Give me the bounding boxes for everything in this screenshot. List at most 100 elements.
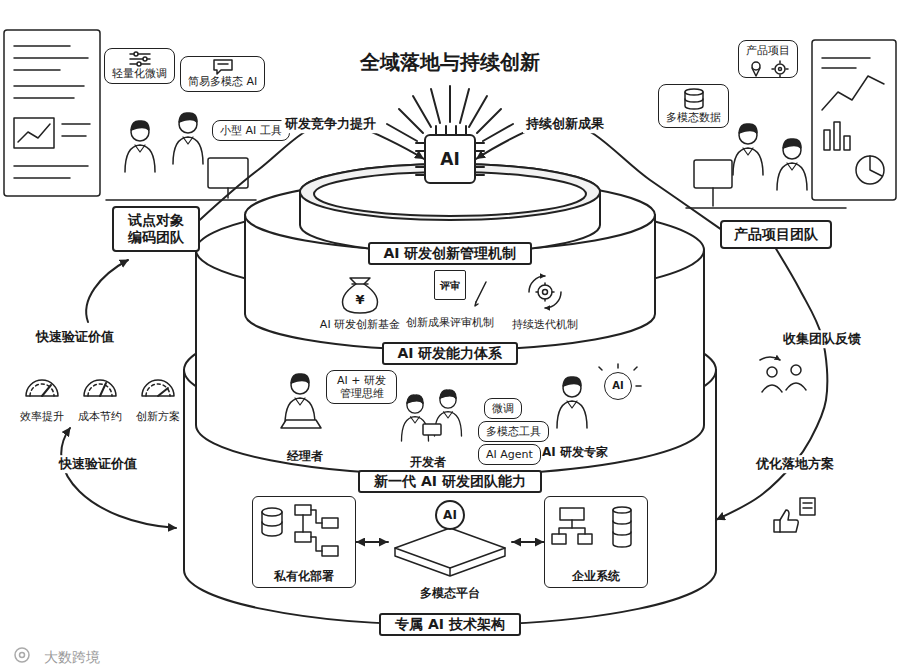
system-icon [295, 532, 311, 542]
chip-pins [476, 166, 484, 168]
whiteboard [14, 69, 60, 71]
gauge-icon [88, 384, 112, 396]
chart-board [812, 40, 896, 200]
chip-pins [445, 126, 447, 134]
chip-pins [455, 126, 457, 134]
bubble-icon [685, 89, 703, 95]
mechanism-icon [552, 291, 554, 293]
chip-pins [476, 150, 484, 152]
whiteboard [4, 30, 100, 196]
system-icon [613, 507, 631, 513]
product-team-figures [686, 124, 846, 208]
chart-board [824, 130, 830, 150]
bubble-icon [137, 62, 141, 66]
cycle-arrow [61, 260, 176, 528]
light-rays [399, 109, 423, 133]
watermark-logo [20, 653, 25, 658]
flow-label: 快速验证价值 [33, 328, 117, 346]
team-box-text: 试点对象 编码团队 [126, 212, 186, 246]
connector-arrow [200, 122, 424, 220]
light-rays [413, 96, 431, 127]
mechanism-icon [545, 292, 561, 308]
cylinder-tier: AI 研发创新基金评审创新成果评审机制持续迭代机制AI 研发创新管理机制 [250, 242, 650, 348]
chip-pins [476, 174, 484, 176]
light-rays [483, 124, 513, 141]
pilot-team-figures [106, 199, 256, 201]
mechanism-icon [475, 302, 478, 306]
chart-board [856, 156, 884, 184]
chip-pins [416, 166, 424, 168]
system-icon [613, 521, 631, 535]
product-team-figures [733, 124, 763, 175]
speech-bubble-text: AI Agent [486, 448, 533, 461]
speech-bubble: 小型 AI 工具 [212, 120, 290, 141]
system-icon [262, 512, 282, 536]
gauge-icon [26, 380, 174, 396]
bubble-icon [779, 61, 781, 63]
feedback-icon [791, 365, 801, 375]
pilot-team-figures [173, 113, 203, 164]
cylinder-tier: AI + 研发管理思维微调多模态工具AI AgentAIAI 研发能力体系 [215, 342, 685, 470]
bubble-icon [214, 60, 232, 74]
whiteboard [4, 30, 100, 196]
system-icon [322, 518, 338, 528]
light-rays [460, 89, 469, 123]
gauge-icon [26, 380, 58, 396]
system-icon [559, 528, 585, 534]
gauge-icon [142, 380, 174, 396]
light-rays [387, 124, 417, 141]
whiteboard [14, 177, 70, 179]
gauge-label: 效率提升 [20, 410, 64, 423]
mechanism-item-text: 创新成果评审机制 [400, 316, 500, 329]
gauge-icon [30, 384, 54, 396]
bubble-icon [218, 63, 228, 65]
mechanism-icon [544, 299, 546, 301]
chip-pins [416, 150, 424, 152]
connector-arrow [476, 122, 720, 229]
whiteboard [14, 57, 88, 59]
cylinder-tier-text: AI 研发创新管理机制 [368, 242, 533, 265]
chip-pins [435, 126, 437, 134]
flow-label: 优化落地方案 [753, 455, 837, 473]
chart-board [822, 76, 884, 110]
gauge-label: 成本节约 [78, 410, 122, 423]
pilot-team-figures [125, 121, 155, 172]
team-figures [285, 374, 315, 425]
mechanism-icon [538, 285, 552, 299]
mechanism-icon [529, 276, 545, 292]
mechanism-icon [352, 283, 368, 285]
edge-label: 研发竞争力提升 [282, 115, 379, 133]
team-figures [281, 364, 641, 441]
chip-pins [465, 126, 467, 134]
speech-bubble: 简易多模态 AI [180, 56, 265, 92]
platform: AI多模态平台 [388, 500, 512, 600]
system-icon [578, 534, 592, 544]
whiteboard [62, 123, 90, 125]
mechanism-icon [543, 290, 548, 295]
chart-board [844, 136, 850, 150]
bubble-icon [779, 68, 782, 71]
person-label: AI 研发专家 [542, 445, 608, 459]
mechanism-icon [536, 291, 538, 293]
cylinder-base-text: 新一代 AI 研发团队能力 [358, 470, 542, 493]
product-team-figures [686, 207, 846, 209]
whiteboard [14, 165, 88, 167]
platform-text: 多模态平台 [420, 586, 480, 600]
system-panel: 企业系统 [544, 496, 648, 588]
product-team-figures [712, 188, 714, 206]
bubble-icon [134, 52, 138, 56]
team-figures [281, 420, 321, 428]
whiteboard [14, 118, 54, 148]
bubble-icon [130, 53, 150, 55]
mechanism-item-text: 评审 [434, 270, 466, 300]
mechanism-item-text: AI 研发创新基金 [310, 318, 410, 331]
light-rays [387, 86, 513, 141]
speech-bubble: 微调 [484, 398, 522, 419]
system-panel-text: 私有化部署 [274, 569, 334, 583]
system-icon [613, 510, 631, 547]
mechanism-icon [343, 278, 378, 313]
speech-bubble: 产品项目 [738, 40, 798, 78]
watermark-logo [15, 648, 29, 662]
